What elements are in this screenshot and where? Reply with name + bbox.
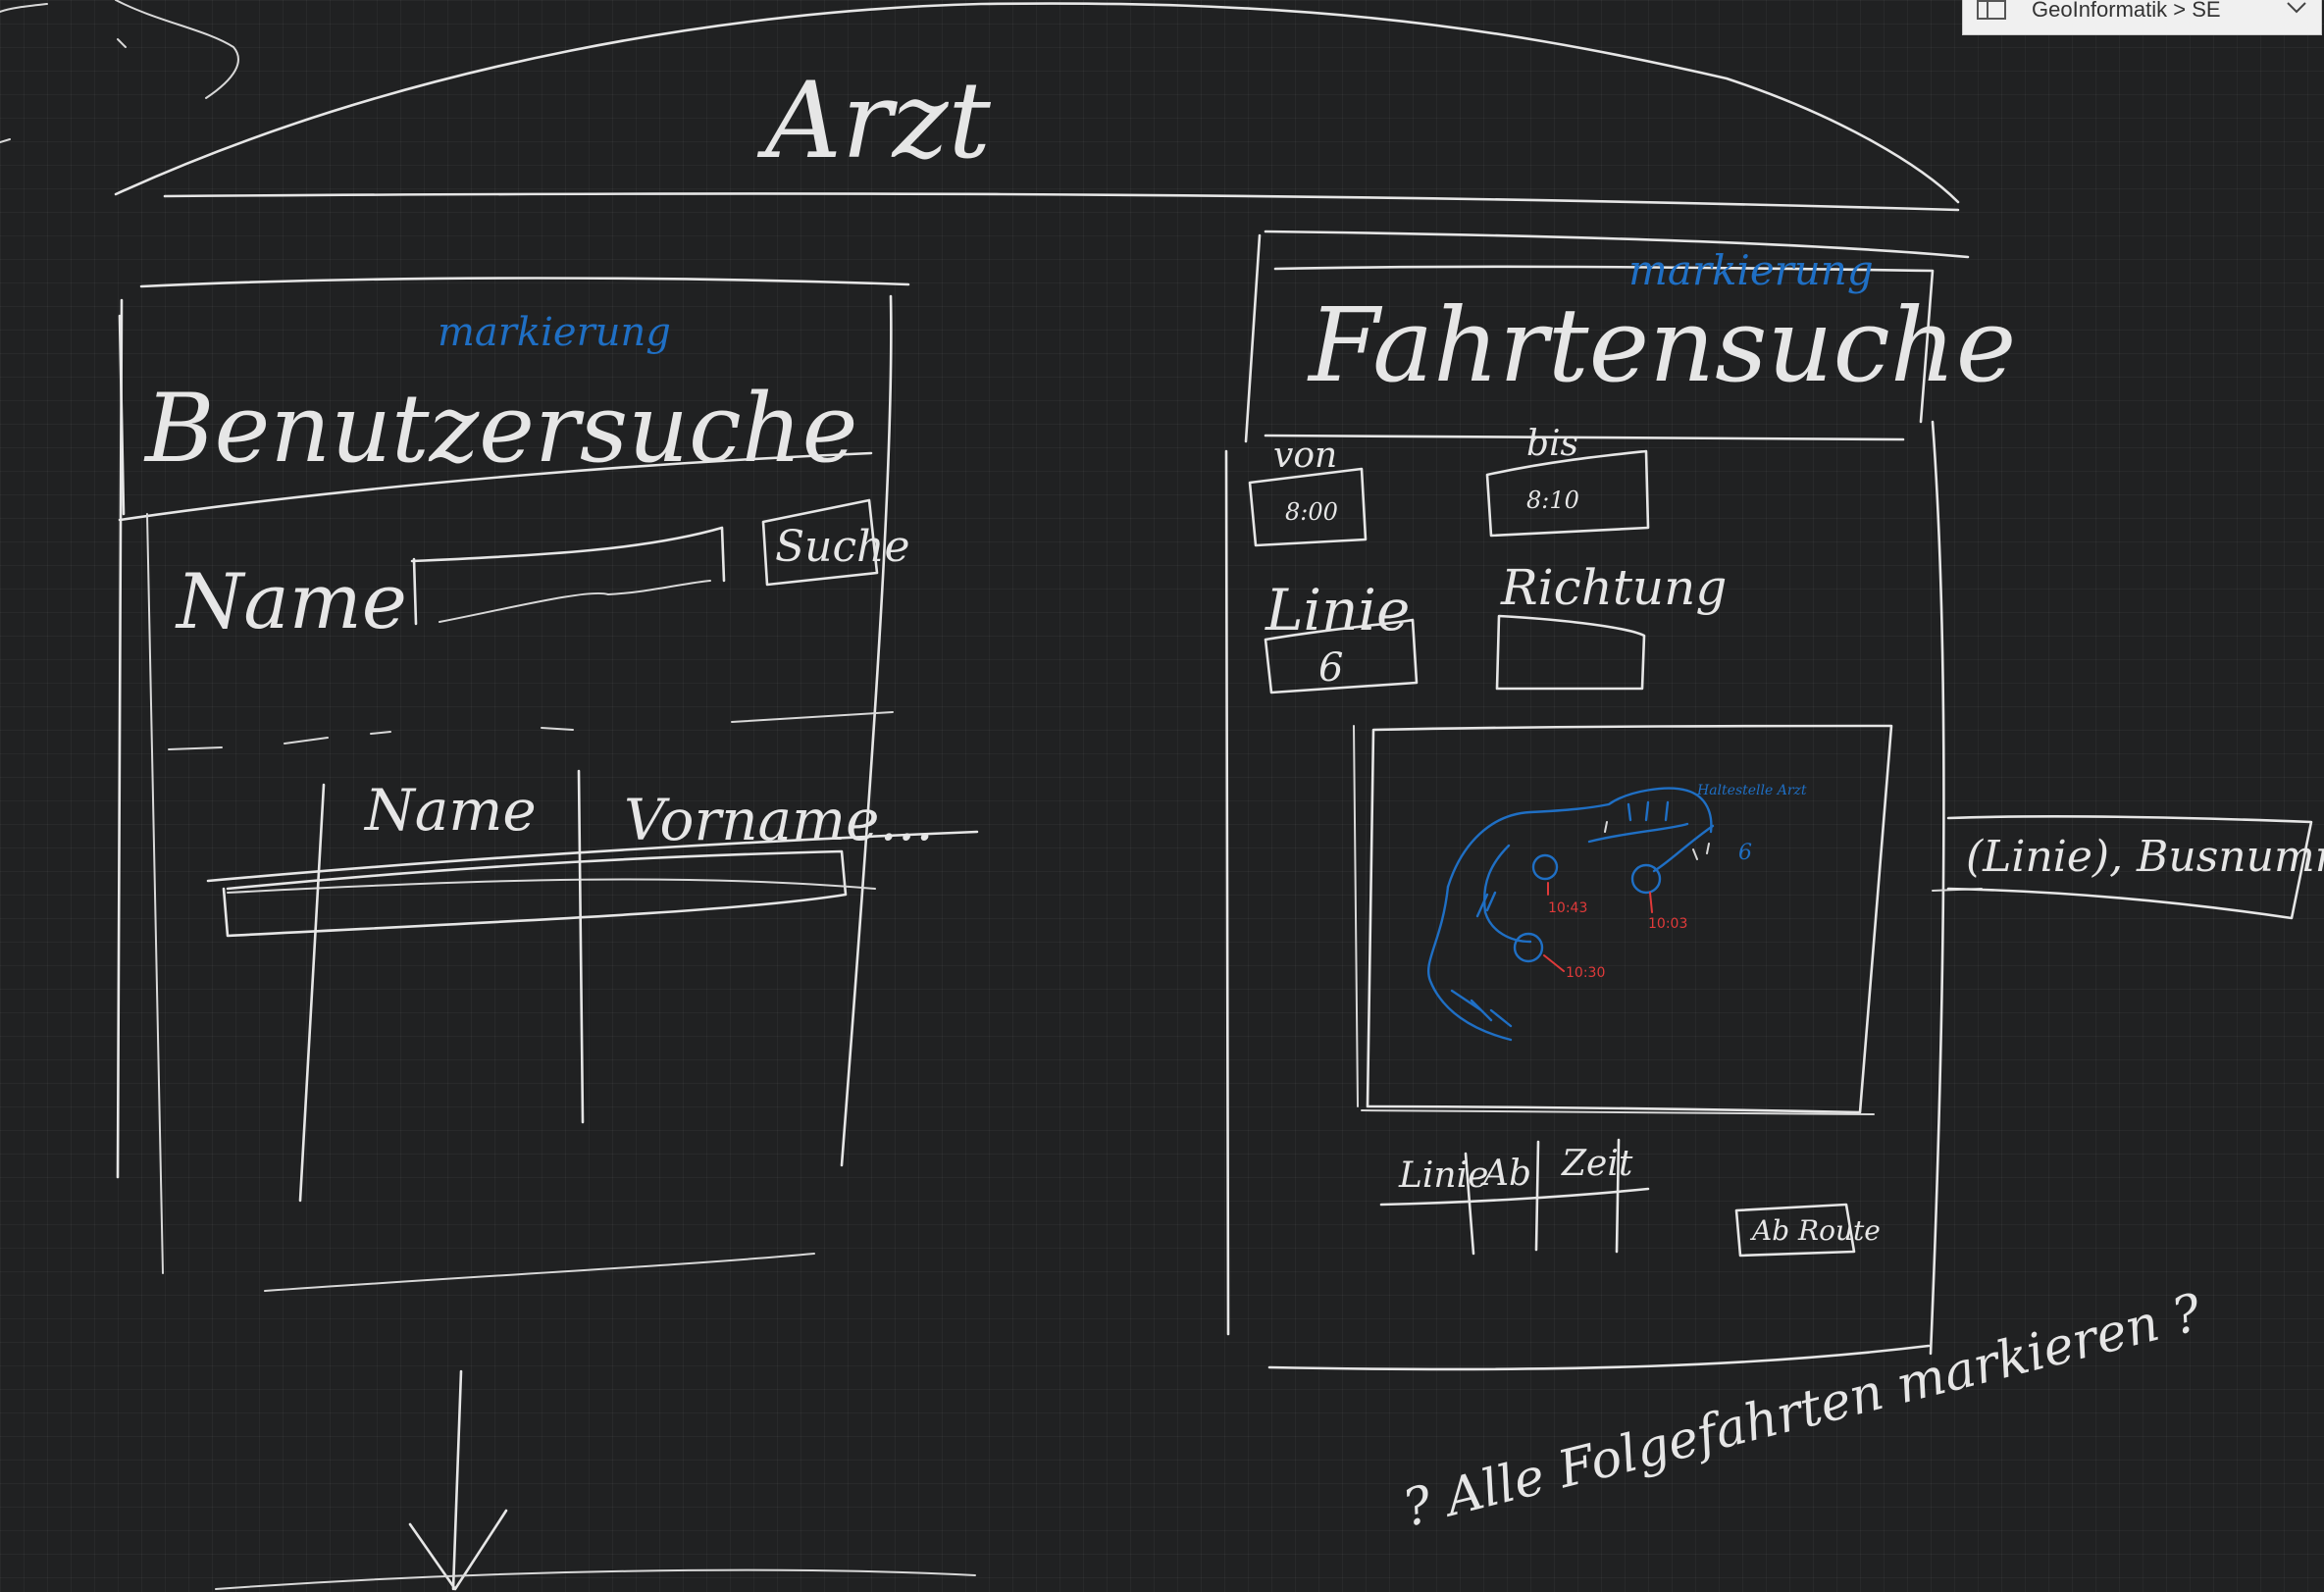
stop-icon[interactable] — [1630, 863, 1662, 895]
stop-icon[interactable] — [1531, 853, 1559, 881]
trip-search-annotation: markierung — [1628, 246, 1874, 294]
direction-label: Richtung — [1500, 559, 1727, 616]
stop-time: 10:43 — [1548, 900, 1587, 916]
notebook-breadcrumb[interactable]: GeoInformatik > SE — [1962, 0, 2322, 35]
result-header-time: Zeit — [1561, 1144, 1633, 1184]
trip-search-title: Fahrtensuche — [1307, 285, 2016, 405]
stop-time: 10:03 — [1648, 916, 1687, 932]
from-label: von — [1273, 436, 1337, 476]
to-input[interactable]: 8:10 — [1485, 449, 1650, 538]
main-title: Arzt — [756, 60, 992, 182]
line-label: Linie — [1265, 577, 1410, 643]
line-input[interactable]: 6 — [1264, 618, 1419, 694]
user-result-table — [206, 769, 979, 1203]
direction-input[interactable] — [1495, 614, 1646, 691]
chevron-down-icon[interactable] — [2286, 1, 2307, 15]
breadcrumb-label: GeoInformatik > SE — [2032, 0, 2221, 22]
separator-line — [168, 711, 894, 750]
stop-icon[interactable] — [1513, 932, 1544, 963]
side-note: (Linie), Busnummer, Zeit — [1966, 832, 2324, 882]
result-header-from: Ab — [1480, 1154, 1531, 1194]
from-input[interactable]: 8:00 — [1248, 467, 1368, 547]
down-arrow — [215, 1369, 976, 1591]
name-label: Name — [175, 558, 407, 646]
trip-search-panel — [1224, 230, 1970, 1371]
page-roof — [114, 2, 1960, 212]
svg-text:8:00: 8:00 — [1285, 498, 1338, 526]
user-search-annotation: markierung — [438, 310, 671, 355]
trip-result-table — [1379, 1138, 1650, 1256]
user-search-panel — [116, 277, 910, 1292]
stop-time: 10:30 — [1566, 965, 1605, 981]
svg-text:Ab Route: Ab Route — [1749, 1214, 1881, 1247]
result-header-line: Linie — [1398, 1155, 1488, 1196]
top-left-arrow-scribble — [0, 0, 239, 143]
route-label: 6 — [1738, 841, 1752, 865]
search-button[interactable]: Suche — [761, 498, 910, 587]
route-button[interactable]: Ab Route — [1734, 1203, 1881, 1258]
table-header-vorname: Vorname... — [624, 787, 934, 853]
notebook-icon — [1977, 0, 2006, 20]
svg-text:8:10: 8:10 — [1526, 487, 1579, 514]
table-header-name: Name — [363, 777, 537, 844]
name-input[interactable] — [410, 526, 726, 626]
trip-map[interactable]: 6 Haltestelle Arzt 10:43 10:03 10:30 — [1353, 724, 1893, 1115]
svg-text:6: 6 — [1318, 645, 1343, 691]
route-top-note: Haltestelle Arzt — [1696, 783, 1807, 798]
bottom-note: ? Alle Folgefahrten markieren ? — [1398, 1283, 2208, 1539]
svg-text:Suche: Suche — [775, 522, 910, 572]
to-label: bis — [1526, 424, 1578, 464]
user-search-title: Benutzersuche — [143, 374, 857, 484]
side-note-box — [1932, 815, 2313, 920]
